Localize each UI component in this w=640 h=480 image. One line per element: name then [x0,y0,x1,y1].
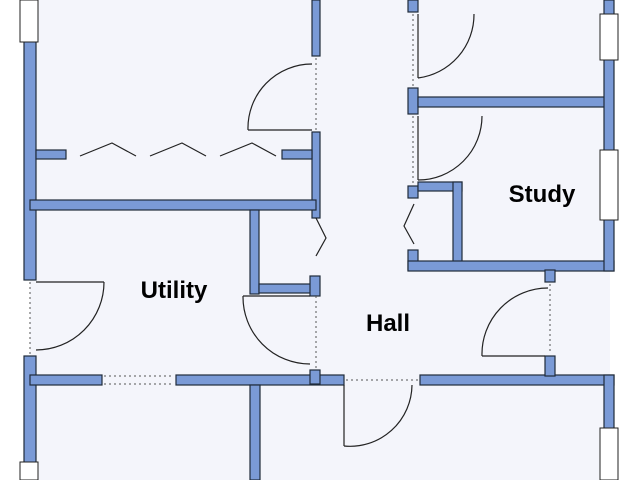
wall [23,355,37,467]
folding-door [219,142,277,157]
windows [19,0,619,480]
wall [249,384,261,480]
door-swing [417,115,483,181]
folding-door [149,142,207,157]
wall [249,209,260,295]
room-label-study: Study [509,181,576,208]
wall [544,269,556,283]
wall [29,374,103,386]
folding-door [79,142,137,157]
door-swing [481,287,549,357]
wall [407,185,419,199]
folding-door [315,217,327,257]
wall [309,369,321,385]
wall [311,0,321,57]
wall [419,374,615,386]
openings [29,14,551,385]
window [19,0,39,43]
wall [417,96,611,108]
door-swing [247,63,313,131]
wall [309,275,321,297]
doors [35,13,549,447]
folding-door [403,203,415,245]
window [19,461,39,480]
door-swing [417,13,475,79]
wall [603,0,615,272]
window [599,427,619,480]
room-label-hall: Hall [366,310,410,337]
wall [544,355,556,377]
wall [35,149,67,160]
wall [407,260,615,272]
floor-area [30,0,610,480]
folding-doors [79,142,415,257]
window [599,13,619,61]
door-swing [242,295,311,365]
wall [281,149,313,160]
wall [407,0,419,13]
room-label-utility: Utility [141,277,208,304]
wall [29,199,317,211]
door-swing [343,384,413,447]
wall [23,39,37,281]
wall [258,283,315,294]
walls [23,0,615,480]
window [599,149,619,221]
wall [407,87,419,115]
wall [452,181,463,263]
door-swing [35,281,105,351]
